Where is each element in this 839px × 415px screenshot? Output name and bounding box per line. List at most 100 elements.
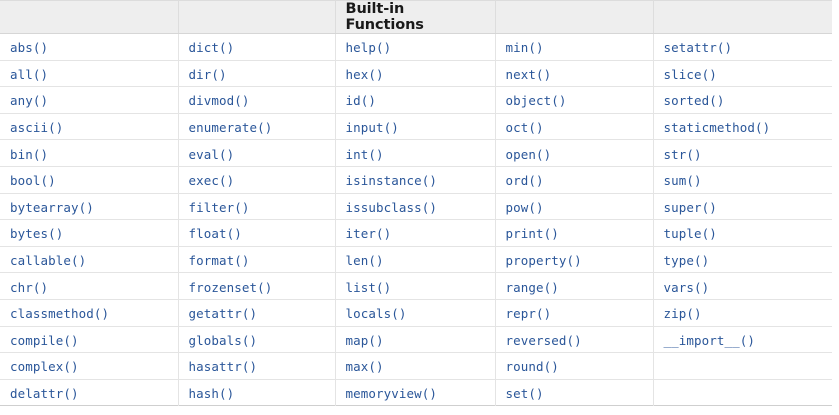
function-link[interactable]: __import__() bbox=[663, 332, 756, 348]
function-link[interactable]: bytes() bbox=[10, 226, 64, 242]
function-link[interactable]: globals() bbox=[188, 332, 258, 348]
table-cell: object() bbox=[495, 86, 654, 114]
function-link[interactable]: divmod() bbox=[188, 93, 250, 109]
function-link[interactable]: zip() bbox=[663, 306, 702, 322]
table-cell: getattr() bbox=[178, 299, 336, 327]
table-cell: help() bbox=[335, 33, 496, 61]
function-link[interactable]: iter() bbox=[345, 226, 392, 242]
function-link[interactable]: bytearray() bbox=[10, 199, 94, 215]
table-cell: property() bbox=[495, 246, 654, 274]
table-cell: __import__() bbox=[653, 326, 832, 354]
function-link[interactable]: format() bbox=[188, 253, 250, 269]
function-link[interactable]: bin() bbox=[10, 146, 49, 162]
table-cell: compile() bbox=[0, 326, 179, 354]
function-link[interactable]: getattr() bbox=[188, 306, 258, 322]
function-link[interactable]: oct() bbox=[505, 120, 544, 136]
function-link[interactable]: vars() bbox=[663, 279, 710, 295]
table-cell: callable() bbox=[0, 246, 179, 274]
table-cell: reversed() bbox=[495, 326, 654, 354]
function-link[interactable]: hash() bbox=[188, 386, 235, 402]
function-link[interactable]: float() bbox=[188, 226, 242, 242]
function-link[interactable]: classmethod() bbox=[10, 306, 110, 322]
function-link[interactable]: dir() bbox=[188, 66, 227, 82]
function-link[interactable]: hex() bbox=[345, 66, 384, 82]
function-link[interactable]: range() bbox=[505, 279, 559, 295]
function-link[interactable]: staticmethod() bbox=[663, 120, 771, 136]
function-link[interactable]: memoryview() bbox=[345, 386, 438, 402]
function-link[interactable]: chr() bbox=[10, 279, 49, 295]
function-link[interactable]: input() bbox=[345, 120, 399, 136]
table-row: compile() globals() map() reversed() __impor… bbox=[0, 326, 832, 354]
table-cell: range() bbox=[495, 272, 654, 300]
function-link[interactable]: help() bbox=[345, 40, 392, 56]
function-link[interactable]: pow() bbox=[505, 199, 544, 215]
table-cell: all() bbox=[0, 60, 179, 88]
function-link[interactable]: exec() bbox=[188, 173, 235, 189]
function-link[interactable]: sum() bbox=[663, 173, 702, 189]
function-link[interactable]: super() bbox=[663, 199, 717, 215]
function-link[interactable]: all() bbox=[10, 66, 49, 82]
table-cell: round() bbox=[495, 352, 654, 380]
function-link[interactable]: delattr() bbox=[10, 386, 79, 402]
function-link[interactable]: isinstance() bbox=[345, 173, 438, 189]
function-link[interactable]: abs() bbox=[10, 40, 49, 56]
function-link[interactable]: issubclass() bbox=[345, 199, 438, 215]
function-link[interactable]: ascii() bbox=[10, 120, 64, 136]
header-cell-empty-5 bbox=[653, 0, 832, 34]
function-link[interactable]: max() bbox=[345, 359, 384, 375]
table-row: callable() format() len() property() type() bbox=[0, 246, 832, 274]
function-link[interactable]: dict() bbox=[188, 40, 235, 56]
function-link[interactable]: property() bbox=[505, 253, 582, 269]
table-cell: list() bbox=[335, 272, 496, 300]
function-link[interactable]: repr() bbox=[505, 306, 552, 322]
function-link[interactable]: enumerate() bbox=[188, 120, 273, 136]
table-cell: memoryview() bbox=[335, 379, 496, 406]
table-cell: any() bbox=[0, 86, 179, 114]
function-link[interactable]: object() bbox=[505, 93, 567, 109]
function-link[interactable]: compile() bbox=[10, 332, 79, 348]
table-row: bool() exec() isinstance() ord() sum() bbox=[0, 166, 832, 194]
function-link[interactable]: ord() bbox=[505, 173, 544, 189]
function-link[interactable]: complex() bbox=[10, 359, 79, 375]
function-link[interactable]: list() bbox=[345, 279, 392, 295]
table-cell: hash() bbox=[178, 379, 336, 406]
table-cell: zip() bbox=[653, 299, 832, 327]
function-link[interactable]: print() bbox=[505, 226, 559, 242]
function-link[interactable]: set() bbox=[505, 386, 544, 402]
function-link[interactable]: int() bbox=[345, 146, 384, 162]
function-link[interactable]: type() bbox=[663, 253, 710, 269]
table-title-cell: Built-in Functions bbox=[335, 0, 496, 34]
function-link[interactable]: callable() bbox=[10, 253, 87, 269]
function-link[interactable]: frozenset() bbox=[188, 279, 273, 295]
table-cell: bytearray() bbox=[0, 193, 179, 221]
function-link[interactable]: open() bbox=[505, 146, 552, 162]
function-link[interactable]: bool() bbox=[10, 173, 56, 189]
function-link[interactable]: setattr() bbox=[663, 40, 733, 56]
function-link[interactable]: str() bbox=[663, 146, 702, 162]
function-link[interactable]: min() bbox=[505, 40, 544, 56]
function-link[interactable]: sorted() bbox=[663, 93, 725, 109]
function-link[interactable]: tuple() bbox=[663, 226, 717, 242]
table-cell: delattr() bbox=[0, 379, 179, 406]
function-link[interactable]: id() bbox=[345, 93, 377, 109]
function-link[interactable]: slice() bbox=[663, 66, 717, 82]
table-row: classmethod() getattr() locals() repr() zip(… bbox=[0, 299, 832, 327]
function-link[interactable]: any() bbox=[10, 93, 49, 109]
function-link[interactable]: reversed() bbox=[505, 332, 582, 348]
table-row: abs() dict() help() min() setattr() bbox=[0, 33, 832, 61]
function-link[interactable]: locals() bbox=[345, 306, 407, 322]
function-link[interactable]: filter() bbox=[188, 199, 250, 215]
function-link[interactable]: next() bbox=[505, 66, 552, 82]
table-cell: divmod() bbox=[178, 86, 336, 114]
table-cell: enumerate() bbox=[178, 113, 336, 141]
function-link[interactable]: round() bbox=[505, 359, 559, 375]
table-cell: next() bbox=[495, 60, 654, 88]
table-row: chr() frozenset() list() range() vars() bbox=[0, 272, 832, 300]
function-link[interactable]: eval() bbox=[188, 146, 235, 162]
function-link[interactable]: len() bbox=[345, 253, 384, 269]
table-cell: input() bbox=[335, 113, 496, 141]
function-link[interactable]: hasattr() bbox=[188, 359, 258, 375]
header-cell-empty-1 bbox=[0, 0, 179, 34]
function-link[interactable]: map() bbox=[345, 332, 384, 348]
table-row: complex() hasattr() max() round() bbox=[0, 352, 832, 380]
